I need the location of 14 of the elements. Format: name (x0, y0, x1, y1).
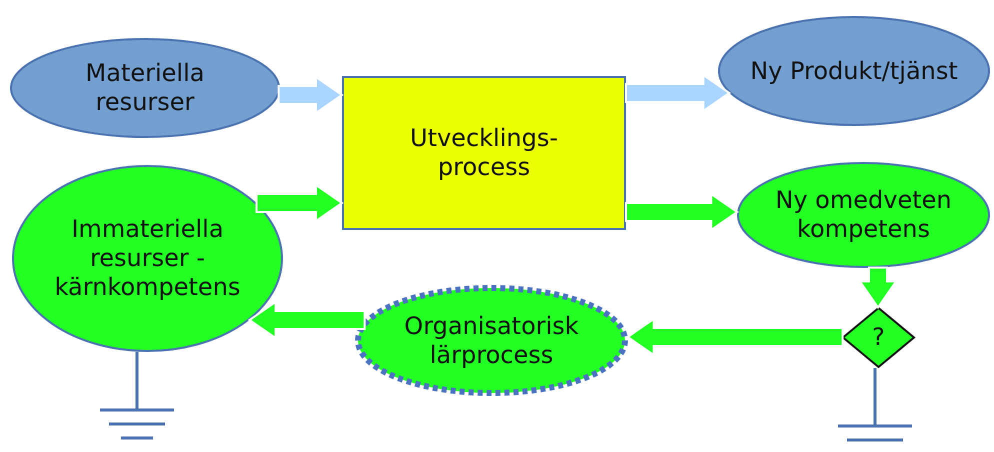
result-ellipse (718, 16, 990, 126)
node-label: Ny omedveten kompetens (774, 186, 953, 244)
node-label: ? (872, 323, 885, 352)
resource-ellipse (12, 165, 283, 352)
resource-ellipse (10, 38, 280, 138)
node-label: Materiella resurser (84, 59, 206, 117)
node-label: Immateriella resurser - kärnkompetens (54, 215, 242, 302)
process-ellipse (355, 285, 628, 396)
node-label: Ny Produkt/tjänst (750, 56, 958, 86)
process-box (342, 76, 626, 230)
node-label: Utvecklings- process (409, 124, 559, 182)
decision-diamond (842, 307, 915, 368)
result-ellipse (737, 162, 990, 268)
node-label: Organisatorisk lärprocess (403, 312, 580, 370)
